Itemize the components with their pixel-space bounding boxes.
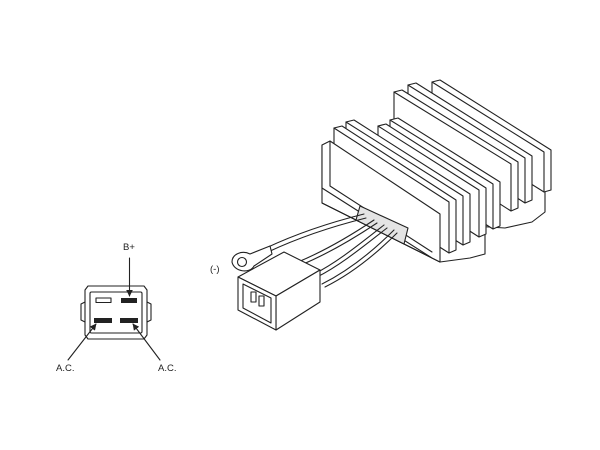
- wire-1: [265, 213, 365, 249]
- wire-1b: [267, 217, 367, 253]
- regulator-body: [321, 79, 552, 263]
- terminal-ac-left: [94, 318, 112, 323]
- wire-harness: (-): [210, 213, 398, 288]
- terminal-b-plus: [121, 298, 137, 303]
- ac-left-label: A.C.: [56, 363, 74, 374]
- ground-label: (-): [210, 264, 220, 275]
- pinout-latch-left: [80, 301, 86, 323]
- b-plus-label: B+: [123, 242, 135, 253]
- pinout-inner-frame: [89, 291, 143, 334]
- connector-pinout: B+ A.C. A.C.: [56, 242, 176, 374]
- ring-terminal-hole: [236, 256, 248, 268]
- wire-2b: [300, 222, 378, 266]
- connector-plug: [237, 251, 321, 331]
- terminal-empty: [95, 297, 112, 304]
- plug-pin-left: [250, 291, 257, 303]
- wire-3: [313, 224, 385, 275]
- plug-pin-right: [258, 295, 265, 307]
- wire-2: [297, 219, 375, 263]
- ac-right-arrow: [132, 323, 161, 361]
- plug-front: [237, 276, 277, 331]
- wire-4b: [324, 232, 398, 288]
- ac-left-arrow: [67, 323, 97, 361]
- wire-4: [321, 229, 395, 285]
- wire-3b: [316, 227, 388, 278]
- pinout-latch-right: [146, 301, 152, 323]
- plug-front-inset: [242, 283, 272, 324]
- terminal-ac-right: [120, 318, 138, 323]
- ac-right-label: A.C.: [158, 363, 176, 374]
